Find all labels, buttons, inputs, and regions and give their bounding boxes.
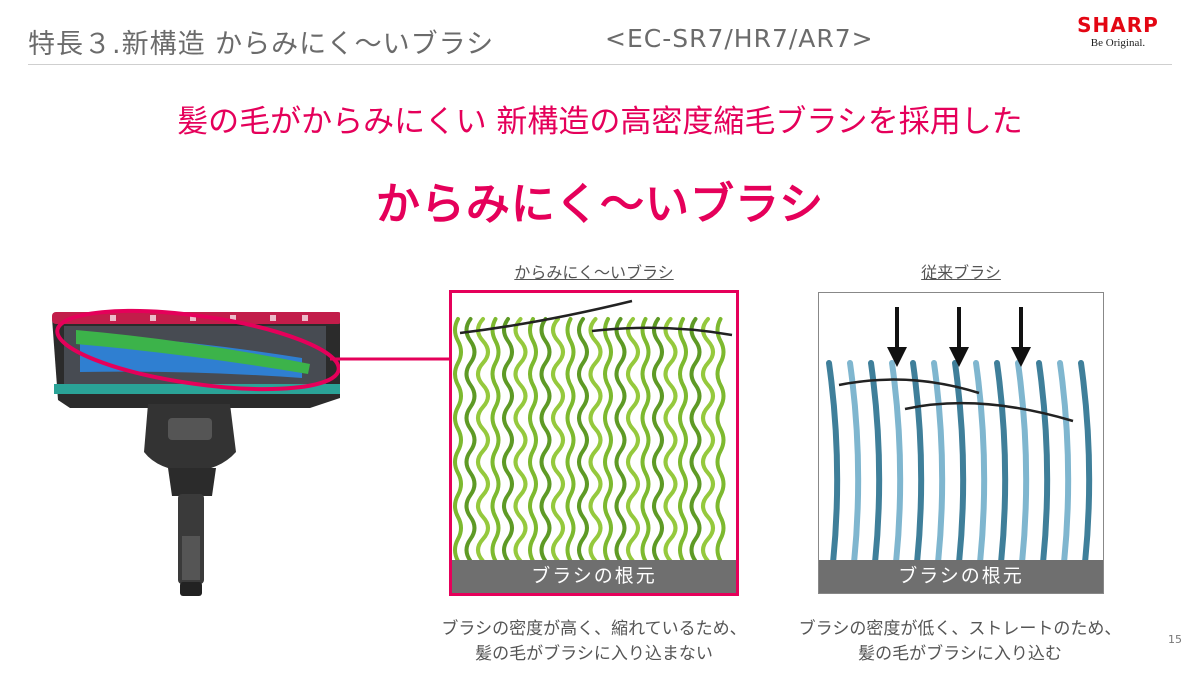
- curly-bristle: [502, 317, 514, 563]
- new-brush-description-line-1: ブラシの密度が高く、縮れているため、: [441, 619, 747, 639]
- logo-tagline: Be Original.: [1090, 37, 1146, 49]
- straight-bristle: [994, 360, 1009, 566]
- connector-line: [330, 357, 452, 361]
- curly-bristle: [663, 317, 678, 563]
- straight-bristles: [826, 307, 1093, 566]
- straight-bristle: [1015, 360, 1030, 566]
- curly-bristle: [551, 317, 565, 563]
- curly-bristle: [689, 317, 702, 563]
- straight-bristle: [1057, 360, 1072, 566]
- hair-strand-1: [459, 299, 633, 335]
- curly-bristle: [528, 317, 538, 563]
- product-name: からみにく〜いブラシ: [375, 179, 825, 230]
- conventional-brush-caption: 従来ブラシ: [921, 263, 1001, 282]
- brush-head-illustration: [52, 308, 340, 596]
- conventional-brush-description: ブラシの密度が低く、ストレートのため、 髪の毛がブラシに入り込む: [790, 617, 1130, 667]
- curly-bristle: [513, 317, 528, 563]
- new-brush-panel: ブラシの根元: [449, 290, 739, 596]
- new-brush-base-label: ブラシの根元: [452, 560, 736, 593]
- curly-bristle: [490, 317, 501, 563]
- curly-bristle: [464, 317, 477, 563]
- curly-bristle: [603, 317, 613, 563]
- model-numbers: <EC-SR7/HR7/AR7>: [605, 24, 874, 53]
- header-title: 特長３.新構造 からみにく〜いブラシ: [28, 29, 495, 60]
- down-arrow-icon: [887, 307, 1031, 367]
- conventional-brush-base-label: ブラシの根元: [819, 560, 1103, 593]
- hair-strand-2: [591, 326, 733, 337]
- new-brush-description: ブラシの密度が高く、縮れているため、 髪の毛がブラシに入り込まない: [420, 617, 768, 667]
- hair-strand-b: [904, 401, 1074, 423]
- straight-bristle: [868, 360, 883, 566]
- straight-bristle: [826, 360, 841, 566]
- curly-bristles: [453, 299, 733, 563]
- curly-bristle: [640, 317, 651, 563]
- hair-strand-a: [838, 378, 980, 395]
- curly-bristle: [626, 317, 640, 563]
- green-brush-roller: [76, 330, 310, 374]
- straight-bristle: [973, 360, 988, 566]
- new-brush-caption: からみにく〜いブラシ: [514, 263, 674, 282]
- headline: 髪の毛がからみにくい 新構造の高密度縮毛ブラシを採用した: [177, 104, 1023, 140]
- highlight-ellipse: [55, 308, 340, 392]
- straight-bristle: [910, 360, 925, 566]
- curly-bristle: [678, 317, 688, 563]
- curly-bristle: [701, 317, 715, 563]
- conventional-brush-panel: ブラシの根元: [818, 292, 1104, 594]
- curly-bristle: [476, 317, 490, 563]
- straight-bristle: [1036, 360, 1051, 566]
- conventional-brush-description-line-2: 髪の毛がブラシに入り込む: [858, 644, 1062, 664]
- curly-bristle: [577, 317, 589, 563]
- straight-bristle: [1078, 360, 1093, 566]
- brush-head-top-trim: [52, 312, 340, 324]
- curly-bristle: [614, 317, 627, 563]
- conventional-brush-description-line-1: ブラシの密度が低く、ストレートのため、: [798, 619, 1122, 639]
- straight-bristle: [889, 360, 904, 566]
- new-brush-description-line-2: 髪の毛がブラシに入り込まない: [475, 644, 713, 664]
- curly-bristle: [652, 317, 664, 563]
- sharp-logo: SHARP Be Original.: [1062, 14, 1174, 50]
- curly-bristle: [715, 317, 726, 563]
- straight-bristle: [847, 360, 862, 566]
- straight-bristle: [931, 360, 946, 566]
- teal-bumper: [54, 384, 340, 394]
- curly-bristle: [539, 317, 552, 563]
- header-divider: [28, 64, 1172, 65]
- curly-bristle: [453, 317, 463, 563]
- curly-bristle: [565, 317, 576, 563]
- straight-bristle: [952, 360, 967, 566]
- curly-bristle: [588, 317, 603, 563]
- logo-name: SHARP: [1077, 13, 1159, 37]
- page-number: 15: [1168, 633, 1182, 646]
